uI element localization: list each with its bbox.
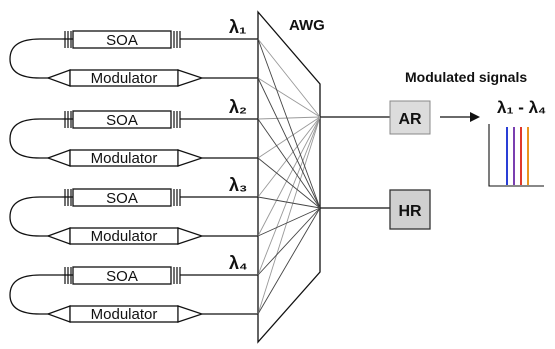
modulator-taper xyxy=(46,227,71,245)
modulator-taper xyxy=(46,149,71,167)
soa-box xyxy=(72,266,172,285)
soa-box xyxy=(72,188,172,207)
channel-4: SOA λ₄ Modulator xyxy=(9,253,258,323)
channel-2: SOA λ₂ Modulator xyxy=(9,97,258,167)
spectrum-label: λ₁ - λ₄ xyxy=(497,98,546,117)
soa-left-facets xyxy=(64,31,72,48)
soa-right-facets xyxy=(173,111,181,128)
lambda-label: λ₂ xyxy=(229,97,247,117)
modulator-taper xyxy=(46,305,71,323)
output-title: Modulated signals xyxy=(405,69,527,85)
modulator-label: Modulator xyxy=(91,228,158,245)
soa-left-facets xyxy=(64,111,72,128)
loop-fiber xyxy=(9,196,62,237)
soa-right-facets xyxy=(173,189,181,206)
hr-label: HR xyxy=(398,203,422,220)
soa-left-facets xyxy=(64,267,72,284)
awg-routing-lines xyxy=(257,38,321,315)
soa-label: SOA xyxy=(106,112,138,129)
modulator-label: Modulator xyxy=(91,150,158,167)
awg-label: AWG xyxy=(289,17,325,34)
modulator-taper-right xyxy=(177,305,204,323)
soa-box xyxy=(72,30,172,49)
soa-left-facets xyxy=(64,189,72,206)
loop-fiber xyxy=(9,274,62,315)
soa-label: SOA xyxy=(106,268,138,285)
modulator-label: Modulator xyxy=(91,306,158,323)
lambda-label: λ₁ xyxy=(229,17,246,37)
hr-box xyxy=(389,189,431,230)
modulator-taper-right xyxy=(177,227,204,245)
spectrum-axes xyxy=(488,124,544,187)
modulator-taper-right xyxy=(177,149,204,167)
loop-fiber xyxy=(9,118,62,159)
soa-label: SOA xyxy=(106,32,138,49)
soa-label: SOA xyxy=(106,190,138,207)
modulator-label: Modulator xyxy=(91,70,158,87)
spectral-lines xyxy=(506,127,529,185)
output-arrow-head xyxy=(470,112,480,122)
soa-box xyxy=(72,110,172,129)
ar-box xyxy=(389,100,431,135)
soa-right-facets xyxy=(173,31,181,48)
lambda-label: λ₃ xyxy=(229,175,247,195)
soa-right-facets xyxy=(173,267,181,284)
lambda-label: λ₄ xyxy=(229,253,248,273)
modulator-taper xyxy=(46,69,71,87)
ar-label: AR xyxy=(398,111,422,128)
modulator-taper-right xyxy=(177,69,204,87)
channel-3: SOA λ₃ Modulator xyxy=(9,175,258,245)
channel-1: SOA λ₁ Modulator xyxy=(9,17,258,87)
loop-fiber xyxy=(9,38,62,79)
